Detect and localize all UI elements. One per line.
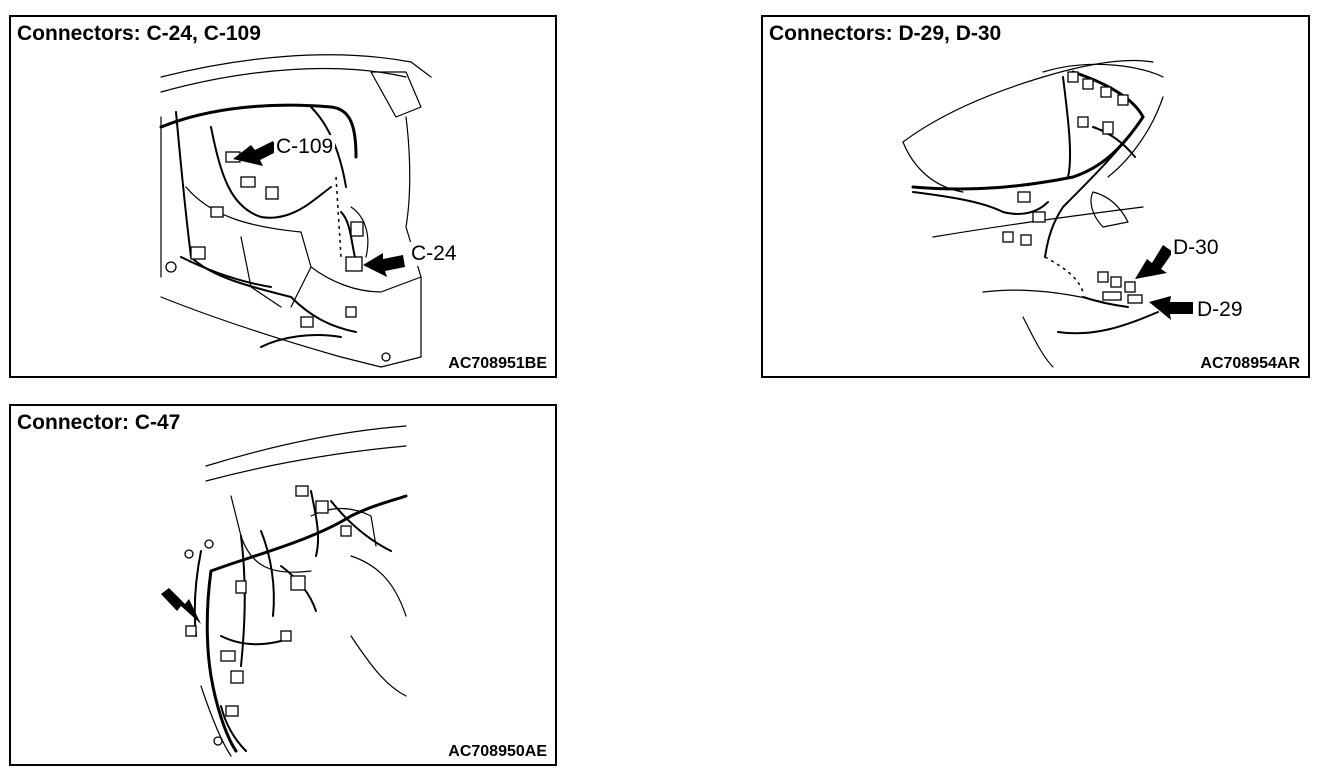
panel-title: Connectors: D-29, D-30 <box>769 22 1006 46</box>
wiring-illustration-dashboard-left <box>161 425 408 757</box>
figure-code: AC708951BE <box>444 355 547 373</box>
wiring-illustration-rear-body <box>902 59 1193 368</box>
diagram-panel-d29-d30: Connectors: D-29, D-30 D-30 D-29 AC70895… <box>761 15 1310 378</box>
callout-label-c24: C-24 <box>409 242 459 266</box>
panel-title: Connector: C-47 <box>17 411 185 435</box>
diagram-panel-c24-c109: Connectors: C-24, C-109 C-109 C-24 AC708… <box>9 15 557 378</box>
figure-code: AC708950AE <box>444 743 547 761</box>
callout-label-d29: D-29 <box>1195 298 1245 322</box>
callout-label-d30: D-30 <box>1171 236 1221 260</box>
panel-title: Connectors: C-24, C-109 <box>17 22 265 46</box>
diagram-panel-c47: Connector: C-47 AC708950AE <box>9 404 557 766</box>
callout-label-c109: C-109 <box>274 135 336 159</box>
wiring-illustration-dashboard <box>159 54 432 368</box>
figure-code: AC708954AR <box>1196 355 1300 373</box>
